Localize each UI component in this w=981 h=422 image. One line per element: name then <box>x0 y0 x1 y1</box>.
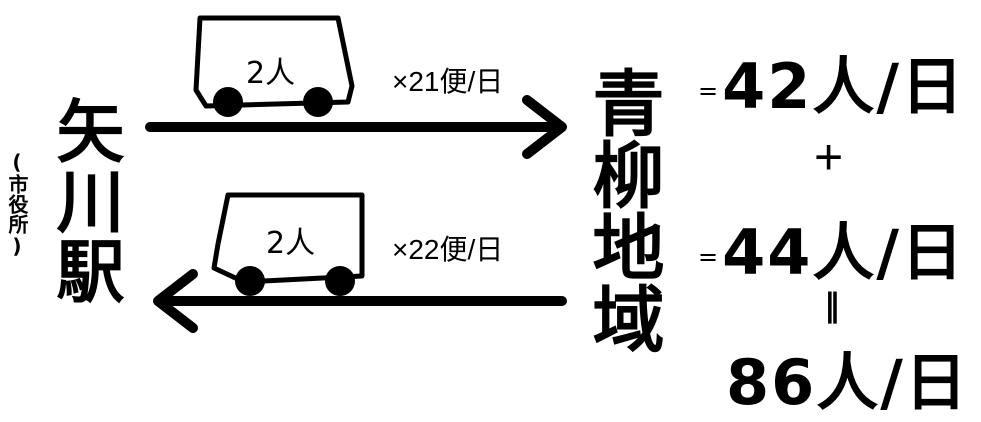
arrow-to-station <box>153 269 567 333</box>
bus-outbound-wheel-front <box>213 87 243 117</box>
inbound-frequency: ×22便/日 <box>392 234 504 265</box>
equals-sign: = <box>698 242 721 271</box>
station-name: 矢川駅 <box>44 96 123 306</box>
bus-inbound-wheel-rear <box>325 266 355 296</box>
inbound-result-row: =44人/日 <box>698 202 965 292</box>
station-note: (市役所) <box>5 150 29 258</box>
outbound-frequency: ×21便/日 <box>392 66 504 97</box>
plus-sign: + <box>814 129 844 185</box>
bus-inbound <box>211 192 365 296</box>
bus-inbound-passengers: 2人 <box>266 226 316 261</box>
diagram-drawing <box>145 15 567 333</box>
bus-outbound-wheel-rear <box>303 87 333 117</box>
total-equals-sign: ‖ <box>824 286 840 324</box>
total-result: 86人/日 <box>726 346 969 419</box>
outbound-result-row: =42人/日 <box>698 36 965 126</box>
inbound-result: 44人/日 <box>722 216 966 289</box>
equals-sign: = <box>698 76 721 105</box>
bus-outbound-body <box>193 15 355 109</box>
arrow-to-destination <box>145 95 567 159</box>
bus-inbound-wheel-front <box>235 266 265 296</box>
outbound-result: 42人/日 <box>722 50 966 123</box>
destination-name: 青柳地域 <box>580 66 664 354</box>
bus-outbound-passengers: 2人 <box>246 56 296 91</box>
bus-outbound <box>193 15 355 117</box>
